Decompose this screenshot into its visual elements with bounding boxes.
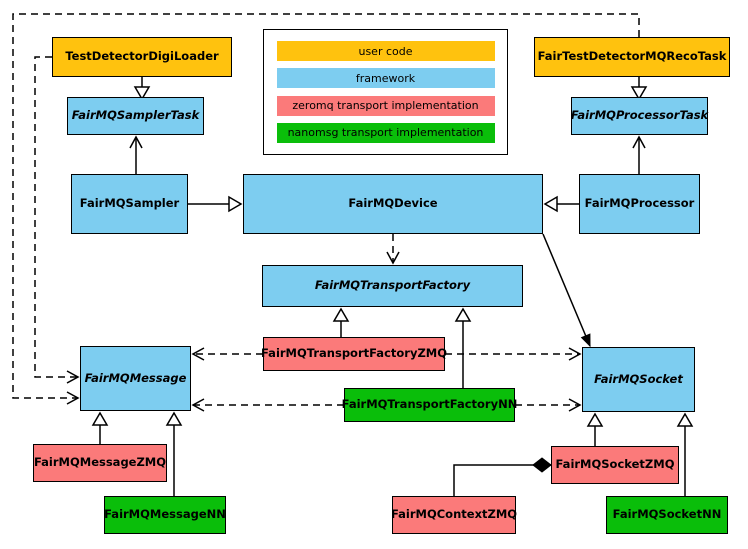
class-box-FairMQContextZMQ[interactable]: FairMQContextZMQ	[391, 496, 517, 534]
edge-socketnn-generalizes-socket	[676, 412, 694, 496]
edge-factorynn-depends-message	[191, 398, 344, 412]
class-box-FairMQSocketNN[interactable]: FairMQSocketNN	[606, 496, 728, 534]
edge-factorynn-generalizes-factory	[454, 307, 472, 388]
edge-processor-generalizes-device	[543, 195, 579, 213]
edge-sampler-generalizes-device	[188, 195, 243, 213]
edge-recotask-generalizes-processortask	[630, 77, 648, 101]
edge-messagenn-generalizes-message	[165, 411, 183, 496]
class-box-FairMQSocket[interactable]: FairMQSocket	[582, 347, 695, 412]
edge-digiloader-depends-message	[34, 56, 80, 384]
edge-messagezmq-generalizes-message	[91, 411, 109, 444]
class-box-FairMQSampler[interactable]: FairMQSampler	[71, 174, 188, 234]
legend-item-user_code: user code	[276, 41, 495, 62]
class-box-FairMQMessageNN[interactable]: FairMQMessageNN	[104, 496, 226, 534]
edge-factorynn-depends-socket	[515, 398, 582, 412]
edge-factoryzmq-depends-message	[191, 347, 263, 361]
edge-digiloader-generalizes-samplertask	[133, 77, 151, 101]
class-box-FairMQProcessorTask[interactable]: FairMQProcessorTask	[571, 97, 708, 135]
legend-item-framework: framework	[276, 68, 495, 89]
class-box-FairMQTransportFactoryZMQ[interactable]: FairMQTransportFactoryZMQ	[261, 337, 447, 371]
edge-recotask-depends-message	[12, 13, 640, 405]
class-box-FairMQProcessor[interactable]: FairMQProcessor	[579, 174, 700, 234]
class-box-FairMQMessageZMQ[interactable]: FairMQMessageZMQ	[33, 444, 167, 482]
legend-item-zeromq: zeromq transport implementation	[276, 95, 495, 116]
class-box-FairMQTransportFactoryNN[interactable]: FairMQTransportFactoryNN	[342, 388, 517, 422]
class-box-FairMQMessage[interactable]: FairMQMessage	[80, 346, 191, 411]
edge-device-association-socket	[542, 233, 591, 348]
edge-processor-association-processortask	[632, 135, 646, 174]
edge-factoryzmq-generalizes-factory	[332, 307, 350, 337]
class-box-FairMQDevice[interactable]: FairMQDevice	[243, 174, 543, 234]
legend-item-nanomsg: nanomsg transport implementation	[276, 122, 495, 143]
class-box-FairMQTransportFactory[interactable]: FairMQTransportFactory	[262, 265, 523, 307]
edge-factoryzmq-depends-socket	[445, 347, 582, 361]
edge-device-depends-transportfactory	[386, 234, 400, 265]
edge-contextzmq-composition-socketzmq	[453, 457, 552, 496]
class-box-FairTestDetectorMQRecoTask[interactable]: FairTestDetectorMQRecoTask	[534, 37, 730, 77]
class-box-FairMQSamplerTask[interactable]: FairMQSamplerTask	[67, 97, 204, 135]
class-box-FairMQSocketZMQ[interactable]: FairMQSocketZMQ	[551, 446, 679, 484]
edge-socketzmq-generalizes-socket	[586, 412, 604, 446]
edge-sampler-association-samplertask	[129, 135, 143, 174]
legend-panel: user code framework zeromq transport imple…	[263, 29, 508, 155]
class-box-TestDetectorDigiLoader[interactable]: TestDetectorDigiLoader	[52, 37, 232, 77]
